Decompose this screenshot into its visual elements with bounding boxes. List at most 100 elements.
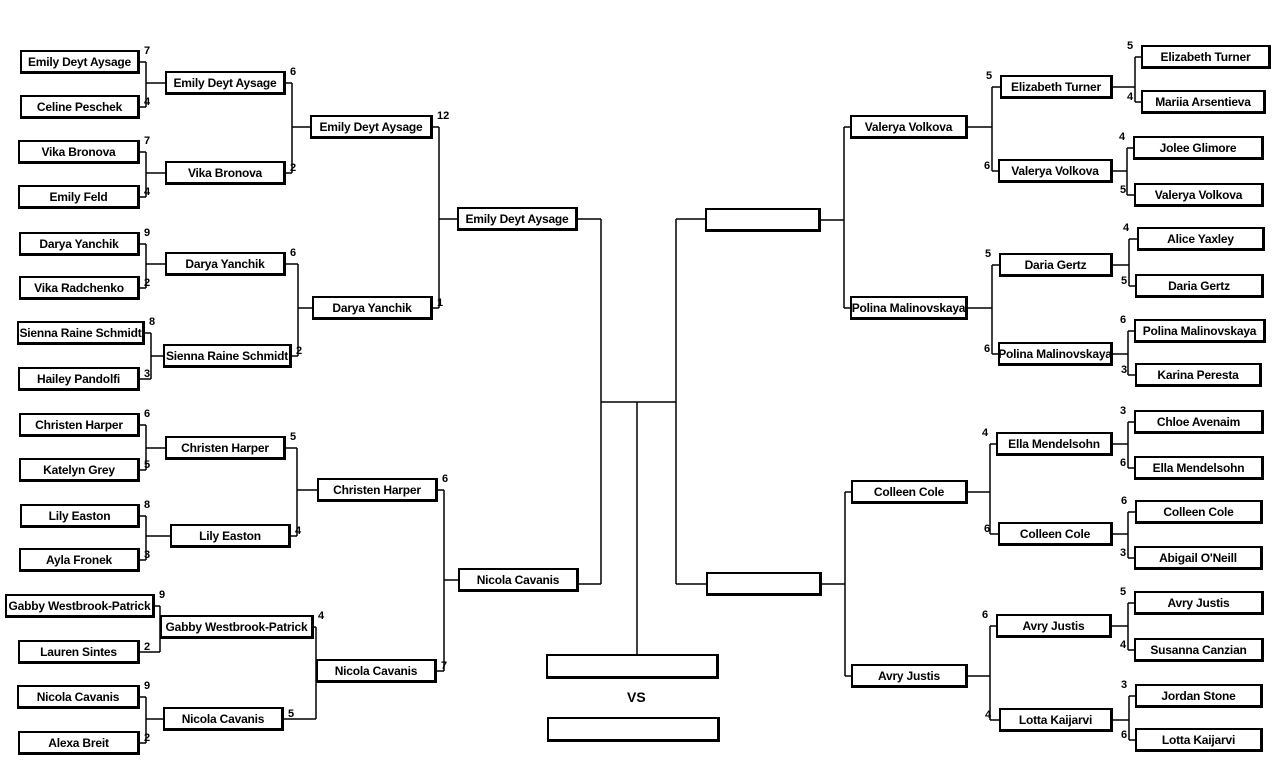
match-score: 5 (144, 459, 151, 471)
match-score: 5 (986, 70, 993, 82)
match-score: 5 (985, 248, 992, 260)
right-r2-slot: Polina Malinovskaya (998, 342, 1113, 366)
match-score: 4 (144, 96, 151, 108)
left-r3-slot: Nicola Cavanis (316, 659, 437, 683)
match-score: 2 (144, 277, 151, 289)
match-score: 6 (442, 473, 449, 485)
left-r1-slot: Lily Easton (20, 504, 140, 528)
final-slot-top (546, 654, 719, 679)
match-score: 4 (985, 709, 992, 721)
left-r1-slot: Nicola Cavanis (17, 685, 140, 709)
final-slot-bottom (547, 717, 720, 742)
match-score: 12 (437, 110, 450, 122)
match-score: 4 (144, 186, 151, 198)
match-score: 9 (144, 227, 151, 239)
match-score: 5 (1127, 40, 1134, 52)
right-r2-slot: Colleen Cole (998, 522, 1113, 546)
match-score: 2 (144, 732, 151, 744)
right-r1-slot: Jolee Glimore (1133, 136, 1264, 160)
left-r1-slot: Celine Peschek (20, 95, 140, 119)
match-score: 9 (159, 589, 166, 601)
right-r3-slot: Polina Malinovskaya (850, 296, 968, 320)
match-score: 8 (149, 316, 156, 328)
right-r2-slot: Elizabeth Turner (1000, 75, 1113, 99)
match-score: 6 (984, 523, 991, 535)
right-r1-slot: Alice Yaxley (1137, 227, 1265, 251)
right-r4-slot (705, 208, 821, 232)
match-score: 6 (290, 66, 297, 78)
right-r1-slot: Avry Justis (1134, 591, 1264, 615)
left-r2-slot: Nicola Cavanis (163, 707, 284, 731)
right-r2-slot: Avry Justis (996, 614, 1112, 638)
match-score: 8 (144, 499, 151, 511)
left-r1-slot: Hailey Pandolfi (18, 367, 140, 391)
right-r2-slot: Lotta Kaijarvi (999, 708, 1113, 732)
match-score: 3 (1121, 679, 1128, 691)
left-r3-slot: Emily Deyt Aysage (310, 115, 433, 139)
left-r2-slot: Gabby Westbrook-Patrick (160, 615, 314, 639)
right-r1-slot: Mariia Arsentieva (1141, 90, 1266, 114)
left-r1-slot: Katelyn Grey (19, 458, 140, 482)
right-r1-slot: Elizabeth Turner (1141, 45, 1271, 69)
match-score: 1 (437, 297, 444, 309)
match-score: 7 (144, 135, 151, 147)
match-score: 4 (318, 610, 325, 622)
match-score: 4 (295, 525, 302, 537)
right-r1-slot: Jordan Stone (1135, 684, 1263, 708)
left-r2-slot: Darya Yanchik (165, 252, 286, 276)
right-r1-slot: Chloe Avenaim (1134, 410, 1264, 434)
match-score: 6 (1120, 314, 1127, 326)
match-score: 3 (1120, 547, 1127, 559)
left-r1-slot: Alexa Breit (18, 731, 140, 755)
match-score: 3 (144, 368, 151, 380)
match-score: 6 (144, 408, 151, 420)
match-score: 5 (1120, 184, 1127, 196)
match-score: 6 (982, 609, 989, 621)
right-r1-slot: Polina Malinovskaya (1134, 319, 1266, 343)
match-score: 5 (1120, 586, 1127, 598)
match-score: 6 (984, 343, 991, 355)
right-r2-slot: Valerya Volkova (998, 159, 1113, 183)
match-score: 2 (290, 162, 297, 174)
right-r1-slot: Susanna Canzian (1134, 638, 1264, 662)
match-score: 3 (1120, 405, 1127, 417)
right-r1-slot: Karina Peresta (1135, 363, 1262, 387)
match-score: 6 (1121, 495, 1128, 507)
left-r4-slot: Emily Deyt Aysage (457, 207, 578, 231)
right-r1-slot: Colleen Cole (1135, 500, 1263, 524)
left-r2-slot: Emily Deyt Aysage (165, 71, 286, 95)
match-score: 4 (982, 427, 989, 439)
left-r2-slot: Vika Bronova (165, 161, 286, 185)
left-r1-slot: Vika Bronova (18, 140, 140, 164)
left-r1-slot: Lauren Sintes (18, 640, 140, 664)
match-score: 2 (144, 641, 151, 653)
left-r1-slot: Christen Harper (19, 413, 140, 437)
left-r1-slot: Ayla Fronek (19, 548, 140, 572)
left-r2-slot: Christen Harper (165, 436, 286, 460)
match-score: 6 (984, 160, 991, 172)
match-score: 4 (1127, 91, 1134, 103)
left-r1-slot: Emily Deyt Aysage (20, 50, 140, 74)
match-score: 3 (1121, 364, 1128, 376)
match-score: 5 (288, 708, 295, 720)
match-score: 7 (144, 45, 151, 57)
left-r1-slot: Gabby Westbrook-Patrick (5, 594, 155, 618)
right-r1-slot: Ella Mendelsohn (1134, 456, 1264, 480)
right-r1-slot: Valerya Volkova (1134, 183, 1264, 207)
left-r3-slot: Christen Harper (317, 478, 438, 502)
right-r1-slot: Abigail O'Neill (1134, 546, 1263, 570)
match-score: 6 (1120, 457, 1127, 469)
right-r1-slot: Daria Gertz (1135, 274, 1264, 298)
right-r3-slot: Colleen Cole (851, 480, 968, 504)
match-score: 5 (290, 431, 297, 443)
left-r2-slot: Lily Easton (170, 524, 291, 548)
right-r2-slot: Ella Mendelsohn (996, 432, 1113, 456)
left-r1-slot: Sienna Raine Schmidt (17, 321, 145, 345)
right-r2-slot: Daria Gertz (999, 253, 1113, 277)
vs-label: VS (627, 689, 646, 705)
left-r1-slot: Darya Yanchik (19, 232, 140, 256)
match-score: 6 (290, 247, 297, 259)
left-r3-slot: Darya Yanchik (312, 296, 433, 320)
